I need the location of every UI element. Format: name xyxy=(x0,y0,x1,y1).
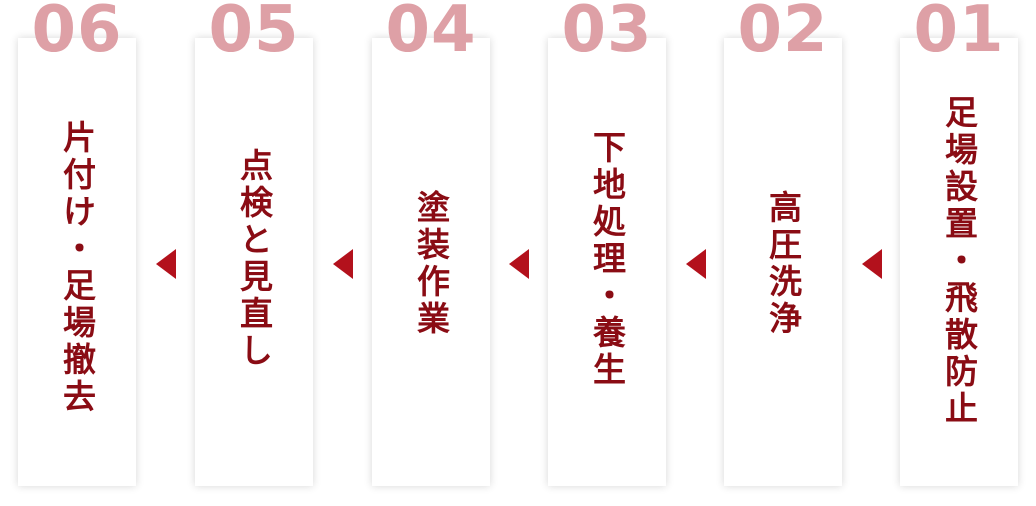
step-label-wrap: 点検と見直し xyxy=(195,148,313,370)
step-card xyxy=(548,38,666,486)
step-label: 高圧洗浄 xyxy=(763,190,803,338)
step-number: 04 xyxy=(385,0,477,67)
step-card xyxy=(195,38,313,486)
step-label-wrap: 塗装作業 xyxy=(372,190,490,338)
step-05: 05 点検と見直し xyxy=(195,0,313,500)
step-card xyxy=(18,38,136,486)
step-03: 03 下地処理・養生 xyxy=(548,0,666,500)
step-number: 03 xyxy=(561,0,653,67)
step-number: 01 xyxy=(913,0,1005,67)
step-06: 06 片付け・足場撤去 xyxy=(18,0,136,500)
step-card xyxy=(372,38,490,486)
step-label-wrap: 片付け・足場撤去 xyxy=(18,120,136,416)
step-label-wrap: 下地処理・養生 xyxy=(548,130,666,389)
step-label: 下地処理・養生 xyxy=(587,130,627,389)
step-label: 塗装作業 xyxy=(411,190,451,338)
step-card xyxy=(724,38,842,486)
step-label: 足場設置・飛散防止 xyxy=(939,95,979,428)
step-card xyxy=(900,38,1018,486)
step-04: 04 塗装作業 xyxy=(372,0,490,500)
triangle-left-icon xyxy=(862,249,882,279)
triangle-left-icon xyxy=(509,249,529,279)
step-label: 点検と見直し xyxy=(234,148,274,370)
step-02: 02 高圧洗浄 xyxy=(724,0,842,500)
triangle-left-icon xyxy=(686,249,706,279)
step-label-wrap: 足場設置・飛散防止 xyxy=(900,95,1018,428)
step-label-wrap: 高圧洗浄 xyxy=(724,190,842,338)
step-number: 02 xyxy=(737,0,829,67)
step-label: 片付け・足場撤去 xyxy=(57,120,97,416)
step-01: 01 足場設置・飛散防止 xyxy=(900,0,1018,500)
triangle-left-icon xyxy=(156,249,176,279)
triangle-left-icon xyxy=(333,249,353,279)
step-number: 06 xyxy=(31,0,123,67)
step-number: 05 xyxy=(208,0,300,67)
